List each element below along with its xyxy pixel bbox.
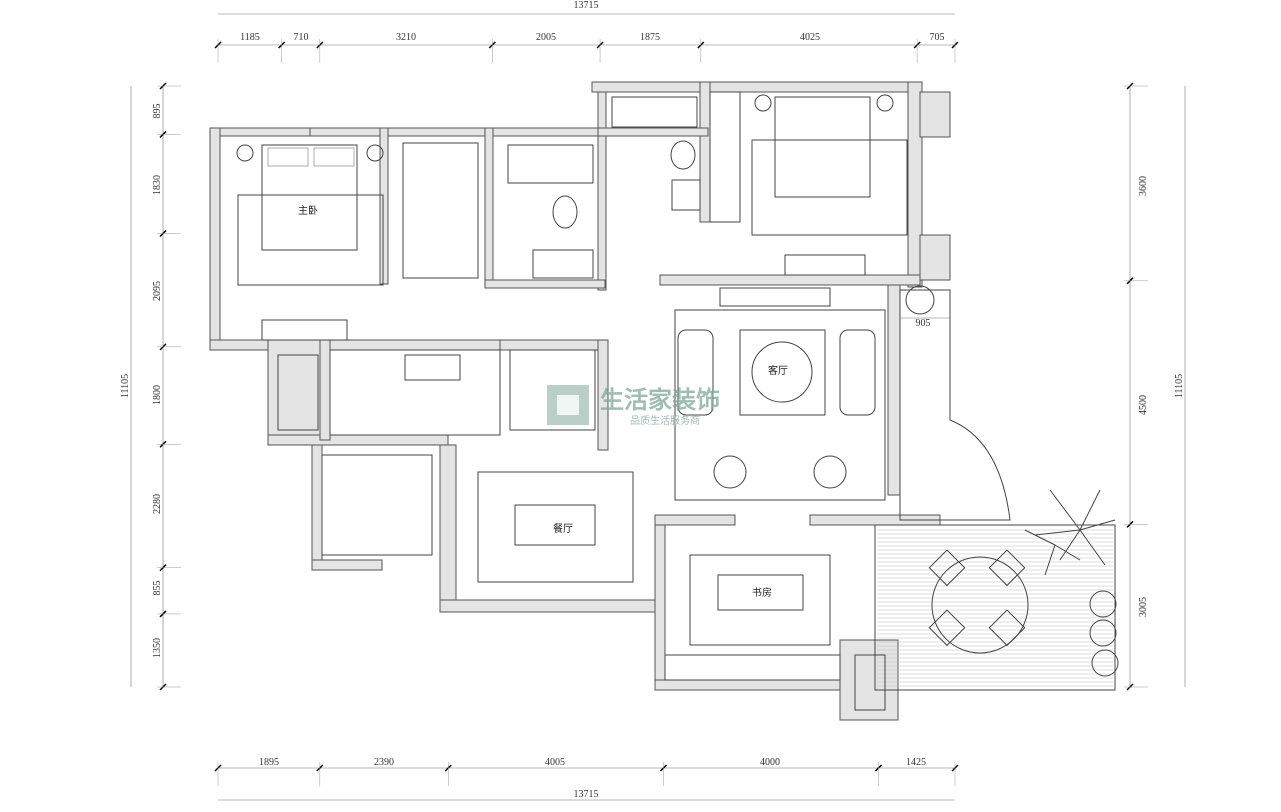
room-label-master-bedroom: 主卧: [298, 204, 318, 217]
dim-left-total: 11105: [120, 374, 131, 398]
dim-right-total: 11105: [1174, 374, 1185, 398]
bottom-dimensions: 13715 1895 2390 4005 4000 1425: [214, 757, 959, 801]
furniture: [236, 91, 908, 711]
dim-label: 2005: [536, 32, 556, 43]
top-dimensions: 13715 1185 710 3210 2005 1875 4025 705: [214, 0, 959, 63]
dim-label: 3210: [396, 32, 416, 43]
dim-label: 2280: [152, 494, 163, 514]
dim-label: 3005: [1138, 597, 1149, 617]
terrace: 905: [874, 285, 1119, 691]
walls: [209, 81, 951, 721]
right-dimensions: 11105 3600 4500 3005: [1124, 82, 1186, 691]
dim-label: 4025: [800, 32, 820, 43]
dim-label: 1895: [259, 757, 279, 768]
dim-label: 4000: [760, 757, 780, 768]
dim-label: 1830: [152, 175, 163, 195]
dim-label: 705: [930, 32, 945, 43]
dim-label: 4500: [1138, 395, 1149, 415]
dim-top-total: 13715: [574, 0, 599, 11]
dim-label: 1350: [152, 638, 163, 658]
watermark: 生活家装饰 品质生活服务商: [547, 385, 720, 427]
dim-label: 2095: [152, 281, 163, 301]
dim-label: 710: [294, 32, 309, 43]
palm-plant-icon: [1024, 489, 1116, 576]
watermark-brand: 生活家装饰: [600, 386, 720, 414]
dim-label: 1875: [640, 32, 660, 43]
dim-bottom-total: 13715: [574, 789, 599, 800]
room-label-living-room: 客厅: [768, 364, 788, 377]
dim-label: 855: [152, 581, 163, 596]
left-dimensions: 11105 895 1830 2095 1800 2280 855 1350: [120, 82, 181, 691]
dim-label: 1425: [906, 757, 926, 768]
watermark-slogan: 品质生活服务商: [630, 414, 700, 427]
dim-label: 1185: [240, 32, 260, 43]
dim-label: 895: [152, 104, 163, 119]
dim-label: 4005: [545, 757, 565, 768]
dim-label: 2390: [374, 757, 394, 768]
room-label-dining-room: 餐厅: [553, 522, 573, 535]
dim-label: 1800: [152, 385, 163, 405]
room-label-study: 书房: [752, 586, 772, 599]
patio-chairs: [928, 549, 1026, 647]
dim-balcony-width: 905: [916, 318, 931, 329]
dim-label: 3600: [1138, 176, 1149, 196]
